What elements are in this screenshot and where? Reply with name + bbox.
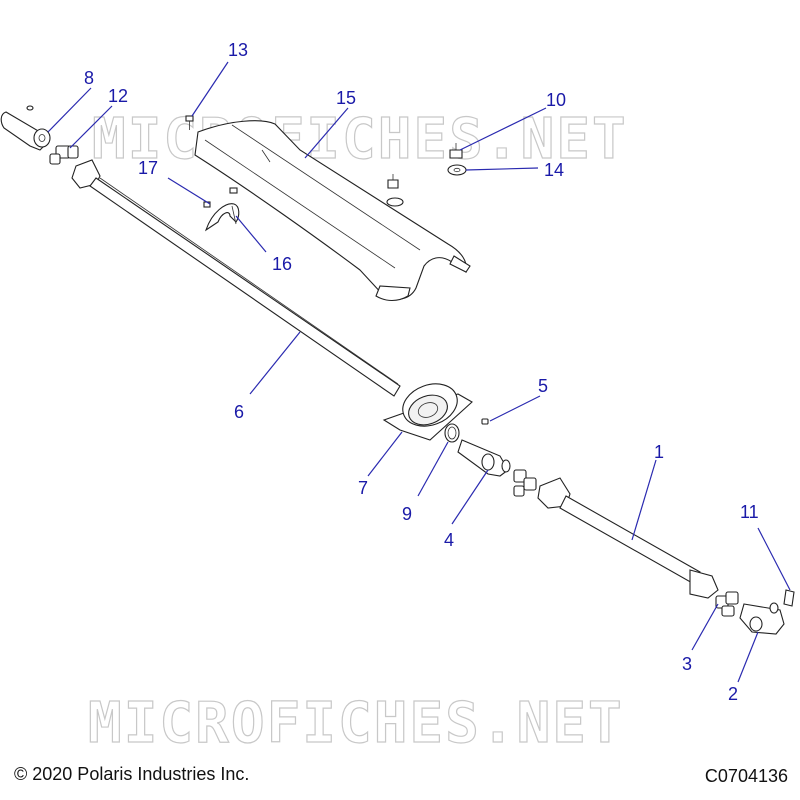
- center-ujoint: [513, 469, 537, 497]
- shield-bolt: [386, 174, 404, 207]
- callout-12: 12: [108, 86, 128, 106]
- part-11-pin: [783, 589, 795, 607]
- part-5-fitting: [481, 418, 489, 425]
- callout-10: 10: [546, 90, 566, 110]
- part-10-bolt: [449, 143, 463, 159]
- callout-11: 11: [740, 502, 759, 522]
- part-7-bearing: [382, 383, 473, 441]
- part-3-ujoint: [715, 591, 739, 617]
- callout-1: 1: [654, 442, 664, 462]
- callout-8: 8: [84, 68, 94, 88]
- part-15-shield: [194, 120, 471, 302]
- callout-6: 6: [234, 402, 244, 422]
- watermark-top: MICROFICHES.NET: [92, 107, 628, 172]
- part-9-ring: [444, 423, 460, 443]
- part-8-yoke: [0, 105, 51, 151]
- callout-17: 17: [138, 158, 158, 178]
- part-4-yoke: [457, 439, 511, 477]
- callout-7: 7: [358, 478, 368, 498]
- copyright-text: © 2020 Polaris Industries Inc.: [14, 764, 250, 784]
- part-1-shaft: [537, 477, 719, 599]
- callout-3: 3: [682, 654, 692, 674]
- diagram-code: C0704136: [704, 766, 788, 786]
- callouts: 8 12 13 15 10 14 17 16 6 5 7 9 4 1 11 3 …: [84, 40, 759, 704]
- leader-lines: [47, 61, 791, 683]
- watermark-bottom: MICROFICHES.NET: [88, 691, 624, 756]
- callout-15: 15: [336, 88, 356, 108]
- part-12-ujoint: [49, 145, 79, 165]
- callout-9: 9: [402, 504, 412, 524]
- part-16-clip: [204, 203, 240, 232]
- callout-16: 16: [272, 254, 292, 274]
- part-13-bolt: [185, 115, 194, 130]
- callout-4: 4: [444, 530, 454, 550]
- part-6-shaft: [71, 159, 401, 397]
- callout-14: 14: [544, 160, 564, 180]
- part-14-washer: [447, 164, 467, 176]
- callout-13: 13: [228, 40, 248, 60]
- callout-5: 5: [538, 376, 548, 396]
- callout-2: 2: [728, 684, 738, 704]
- part-2-yoke: [739, 602, 785, 635]
